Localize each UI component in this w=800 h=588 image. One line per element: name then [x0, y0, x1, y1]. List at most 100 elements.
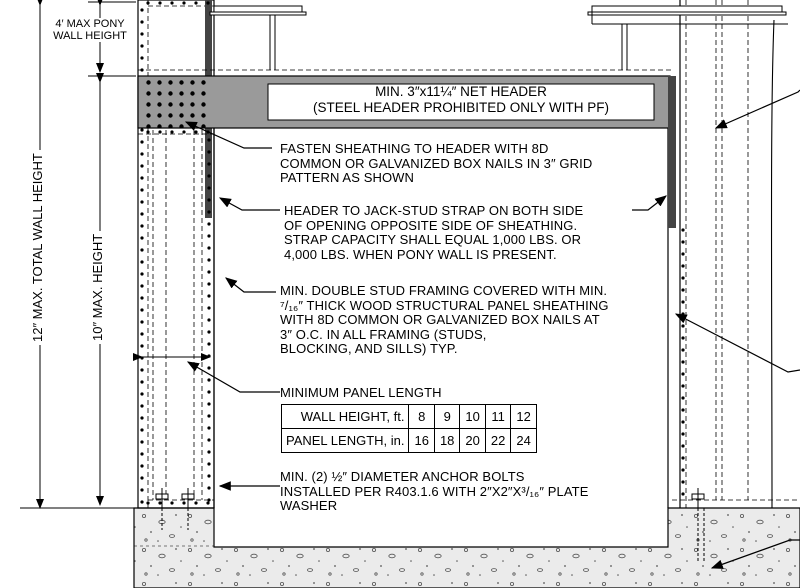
nail-dot [140, 440, 144, 444]
nail-dot [681, 276, 685, 280]
header-label-line2: (STEEL HEADER PROHIBITED ONLY WITH PF) [312, 100, 610, 115]
nail-dot [207, 378, 211, 382]
nail-dot [158, 1, 162, 5]
nail-dot [206, 501, 210, 505]
nail-dot [140, 140, 144, 144]
nail-dot [140, 44, 144, 48]
nail-dot [207, 162, 211, 166]
nail-dot [207, 234, 211, 238]
nail-dot [140, 404, 144, 408]
header-label: MIN. 3″x11¼″ NET HEADER (STEEL HEADER PR… [268, 84, 654, 116]
nail-dot [681, 324, 685, 328]
nail-dot [140, 128, 144, 132]
nail-dot [140, 176, 144, 180]
right-wall-framing [672, 0, 800, 509]
nail-dot [207, 138, 211, 142]
nail-dot [140, 500, 144, 504]
nail-dot [146, 1, 150, 5]
anchor-bolt-left [155, 488, 195, 530]
note-anchor-bolts: MIN. (2) ½″ DIAMETER ANCHOR BOLTS INSTAL… [280, 469, 589, 513]
nail-dot [207, 390, 211, 394]
nail-dot [207, 414, 211, 418]
nail-dot [140, 8, 144, 12]
nail-dot [681, 300, 685, 304]
nail-dot [207, 174, 211, 178]
nail-dot [681, 396, 685, 400]
nail-dot [207, 222, 211, 226]
table-row-wall-height: WALL HEIGHT, ft. 8 9 10 11 12 [280, 404, 537, 429]
nail-dot [207, 258, 211, 262]
nail-dot [140, 428, 144, 432]
wall-height-cell: 11 [484, 404, 512, 429]
nail-dot [140, 284, 144, 288]
wall-height-cell: 9 [433, 404, 461, 429]
nail-dot [206, 1, 210, 5]
upper-window-sills [209, 5, 788, 70]
nail-dot [207, 282, 211, 286]
panel-length-cell: 24 [510, 428, 537, 453]
panel-length-header: PANEL LENGTH, in. [280, 428, 410, 453]
table-row-panel-length: PANEL LENGTH, in. 16 18 20 22 24 [280, 428, 537, 453]
nail-dot [207, 450, 211, 454]
nail-dot [140, 416, 144, 420]
note-double-stud: MIN. DOUBLE STUD FRAMING COVERED WITH MI… [280, 283, 609, 356]
nail-dot [681, 432, 685, 436]
nail-dot [681, 360, 685, 364]
nail-dot [182, 1, 186, 5]
nail-dot [207, 330, 211, 334]
nail-dot [140, 152, 144, 156]
nail-dot [158, 130, 162, 134]
nail-dot [681, 372, 685, 376]
nail-dot [207, 150, 211, 154]
header-label-line1: MIN. 3″x11¼″ NET HEADER [375, 84, 547, 99]
nail-dot [207, 210, 211, 214]
nail-dot [140, 344, 144, 348]
max-height-label: 10″ MAX. HEIGHT [90, 230, 105, 344]
nail-dot [140, 236, 144, 240]
nail-dot [140, 200, 144, 204]
nail-dot [681, 480, 685, 484]
nail-dot [207, 474, 211, 478]
nail-dot [170, 1, 174, 5]
nail-dot [207, 186, 211, 190]
nail-dot [140, 392, 144, 396]
nail-dot [194, 1, 198, 5]
nail-dot [140, 320, 144, 324]
nail-dot [681, 456, 685, 460]
wall-height-cell: 10 [459, 404, 486, 429]
concrete-foundation [133, 507, 800, 588]
nail-dot [140, 380, 144, 384]
nail-dot [146, 130, 150, 134]
nail-dot [170, 130, 174, 134]
nail-dot [140, 488, 144, 492]
note-min-panel-length: MINIMUM PANEL LENGTH [280, 385, 442, 400]
nail-dot [681, 468, 685, 472]
nail-dot [681, 336, 685, 340]
nail-dot [207, 198, 211, 202]
nail-dot [681, 252, 685, 256]
nail-dot [681, 312, 685, 316]
nail-dot [158, 501, 162, 505]
nail-dot [681, 444, 685, 448]
nail-dot [140, 188, 144, 192]
total-wall-height-label: 12″ MAX. TOTAL WALL HEIGHT [30, 150, 45, 345]
panel-length-cell: 20 [459, 428, 486, 453]
nail-dot [207, 270, 211, 274]
nail-dot [146, 501, 150, 505]
nail-dot [681, 264, 685, 268]
nail-dot [170, 501, 174, 505]
nail-dot [140, 20, 144, 24]
wall-height-header: WALL HEIGHT, ft. [280, 404, 410, 429]
nail-dot [207, 318, 211, 322]
nail-dot [140, 452, 144, 456]
nail-dot [194, 501, 198, 505]
nail-dot [140, 308, 144, 312]
nail-dot [207, 462, 211, 466]
nail-dot [140, 248, 144, 252]
nail-dot [207, 366, 211, 370]
nail-dot [207, 246, 211, 250]
note-fasten-sheathing: FASTEN SHEATHING TO HEADER WITH 8D COMMO… [280, 141, 593, 185]
leader-lines [184, 89, 800, 569]
anchor-bolt-right [691, 488, 705, 562]
nail-dot [207, 294, 211, 298]
